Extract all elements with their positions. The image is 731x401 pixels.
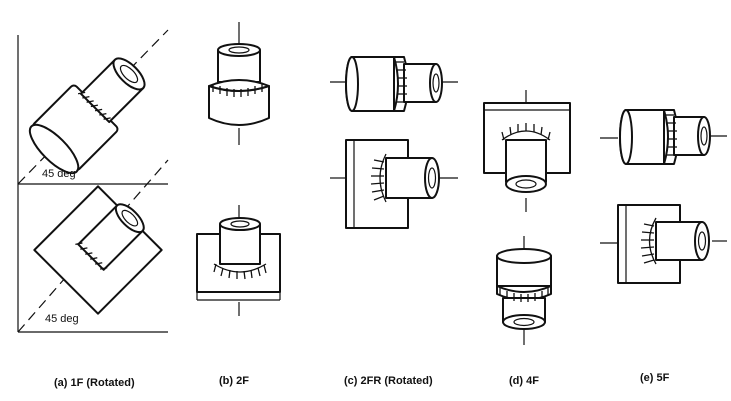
figure-d-4f bbox=[483, 90, 571, 345]
figure-c-2fr bbox=[330, 56, 458, 229]
plate-joint-rotated bbox=[33, 185, 163, 315]
angle-label-lower: 45 deg bbox=[45, 313, 79, 325]
caption-a: (a) 1F (Rotated) bbox=[54, 377, 135, 389]
figure-a-1f: 45 deg 45 deg bbox=[17, 29, 169, 333]
figure-b-2f bbox=[196, 22, 281, 316]
pipe-joint-rotated bbox=[28, 57, 146, 175]
angle-label-upper: 45 deg bbox=[42, 168, 76, 180]
caption-d: (d) 4F bbox=[509, 375, 539, 387]
caption-e: (e) 5F bbox=[640, 372, 670, 384]
caption-b: (b) 2F bbox=[219, 375, 249, 387]
caption-c: (c) 2FR (Rotated) bbox=[344, 375, 433, 387]
figure-e-5f bbox=[600, 109, 727, 284]
axis-45-upper bbox=[17, 29, 169, 185]
